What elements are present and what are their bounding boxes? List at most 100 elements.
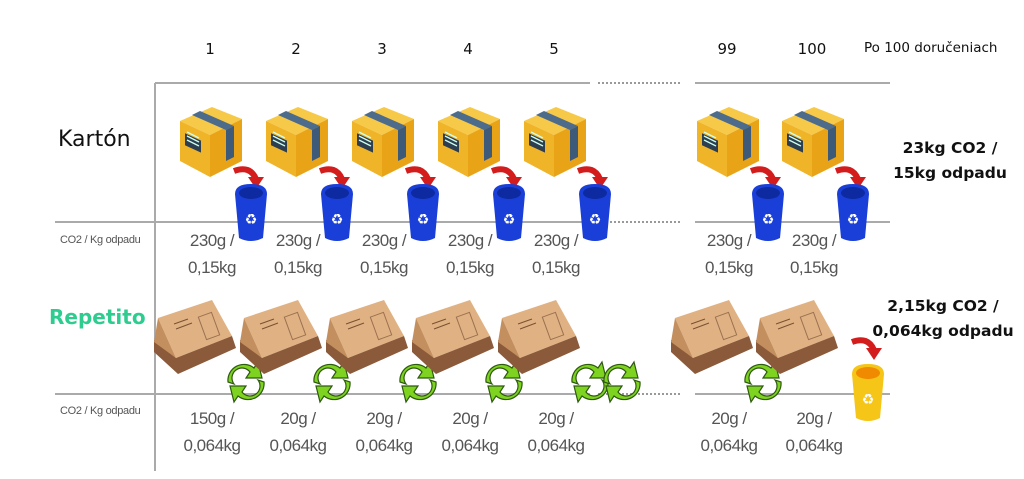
recycle-arrows-icon (744, 360, 782, 404)
svg-text:♻: ♻ (589, 212, 602, 228)
ellipsis-dots (598, 393, 680, 395)
red-arrow-icon (576, 166, 608, 189)
column-number: 1 (205, 40, 215, 58)
recycle-arrows-icon (571, 360, 609, 404)
repetito-co2: 20g / (280, 409, 316, 428)
karton-co2: 230g / (447, 231, 493, 250)
blue-recycle-bin-icon: ♻ (321, 184, 353, 241)
repetito-waste: 0,064kg (527, 436, 586, 455)
repetito-package-icon (412, 300, 494, 374)
blue-recycle-bin-icon: ♻ (837, 184, 869, 241)
karton-co2: 230g / (533, 231, 579, 250)
karton-co2: 230g / (361, 231, 407, 250)
red-arrow-icon (232, 166, 264, 189)
red-arrow-icon (318, 166, 350, 189)
repetito-package-icon (154, 300, 236, 374)
repetito-total-co2: 2,15kg CO2 / (887, 297, 999, 315)
karton-value: 230g /0,15kg (684, 227, 774, 281)
karton-total: 23kg CO2 / 15kg odpadu (885, 136, 1015, 186)
cardboard-box-icon (180, 107, 242, 177)
repetito-waste: 0,064kg (785, 436, 844, 455)
svg-text:♻: ♻ (762, 212, 775, 228)
red-arrow-icon (490, 166, 522, 189)
recycle-arrows-icon (485, 360, 523, 404)
column-number: 100 (797, 40, 827, 58)
karton-value: 230g / 0,15kg (425, 227, 515, 281)
red-arrow-icon (834, 166, 866, 189)
cardboard-box-icon (266, 107, 328, 177)
repetito-package-icon (671, 300, 753, 374)
repetito-co2: 20g / (452, 409, 488, 428)
svg-text:♻: ♻ (862, 392, 875, 408)
repetito-value: 20g / 0,064kg (684, 405, 774, 459)
karton-value: 230g / 0,15kg (253, 227, 343, 281)
row-label-repetito: Repetito (49, 305, 146, 329)
red-arrow-icon (404, 166, 436, 189)
repetito-package-icon (326, 300, 408, 374)
yellow-recycle-bin-icon: ♻ (852, 364, 884, 421)
repetito-co2: 20g / (366, 409, 402, 428)
svg-text:♻: ♻ (417, 212, 430, 228)
karton-total-co2: 23kg CO2 / (902, 139, 998, 157)
repetito-package-icon (498, 300, 580, 374)
recycle-arrows-icon (227, 360, 265, 404)
karton-waste: 0,15kg (789, 258, 839, 277)
repetito-value: 150g /0,064kg (167, 405, 257, 459)
cardboard-box-icon (352, 107, 414, 177)
column-number: 4 (463, 40, 473, 58)
karton-waste: 0,15kg (273, 258, 323, 277)
summary-header: Po 100 doručeniach (864, 40, 998, 56)
row-label-karton: Kartón (58, 127, 131, 152)
repetito-waste: 0,064kg (269, 436, 328, 455)
ellipsis-dots (598, 82, 680, 84)
svg-text:♻: ♻ (503, 212, 516, 228)
blue-recycle-bin-icon: ♻ (752, 184, 784, 241)
divider-vertical (154, 83, 156, 471)
repetito-value: 20g / 0,064kg (339, 405, 429, 459)
repetito-waste: 0,064kg (700, 436, 759, 455)
divider-middle (55, 221, 590, 223)
karton-waste: 0,15kg (704, 258, 754, 277)
repetito-value: 20g /0,064kg (769, 405, 859, 459)
blue-recycle-bin-icon: ♻ (235, 184, 267, 241)
divider-bottom (695, 393, 890, 395)
unit-label-repetito: CO2 / Kg odpadu (60, 405, 141, 417)
cardboard-box-icon (524, 107, 586, 177)
repetito-total: 2,15kg CO2 / 0,064kg odpadu (868, 294, 1018, 344)
ellipsis-dots (598, 221, 680, 223)
repetito-value: 20g / 0,064kg (425, 405, 515, 459)
karton-value: 230g /0,15kg (167, 227, 257, 281)
karton-waste: 0,15kg (445, 258, 495, 277)
karton-value: 230g /0,15kg (511, 227, 601, 281)
repetito-value: 20g / 0,064kg (253, 405, 343, 459)
divider-top (695, 82, 890, 84)
column-number: 3 (377, 40, 387, 58)
karton-value: 230g / 0,15kg (339, 227, 429, 281)
recycle-arrows-icon (313, 360, 351, 404)
karton-co2: 230g / (275, 231, 321, 250)
svg-text:♻: ♻ (847, 212, 860, 228)
repetito-waste: 0,064kg (441, 436, 500, 455)
unit-label-karton: CO2 / Kg odpadu (60, 234, 141, 246)
cardboard-box-icon (697, 107, 759, 177)
svg-text:♻: ♻ (331, 212, 344, 228)
blue-recycle-bin-icon: ♻ (407, 184, 439, 241)
repetito-waste: 0,064kg (183, 436, 242, 455)
recycle-arrows-icon (399, 360, 437, 404)
karton-waste: 0,15kg (359, 258, 409, 277)
cardboard-box-icon (438, 107, 500, 177)
column-number: 2 (291, 40, 301, 58)
recycle-arrows-icon (603, 360, 641, 404)
divider-middle (695, 221, 890, 223)
repetito-co2: 20g / (711, 409, 747, 428)
repetito-package-icon (756, 300, 838, 374)
blue-recycle-bin-icon: ♻ (493, 184, 525, 241)
karton-co2: 230g / (791, 231, 837, 250)
repetito-waste: 0,064kg (355, 436, 414, 455)
karton-waste: 0,15kg (187, 258, 237, 277)
karton-total-waste: 15kg odpadu (893, 164, 1007, 182)
red-arrow-icon (749, 166, 781, 189)
repetito-total-waste: 0,064kg odpadu (872, 322, 1014, 340)
column-number: 5 (549, 40, 559, 58)
blue-recycle-bin-icon: ♻ (579, 184, 611, 241)
